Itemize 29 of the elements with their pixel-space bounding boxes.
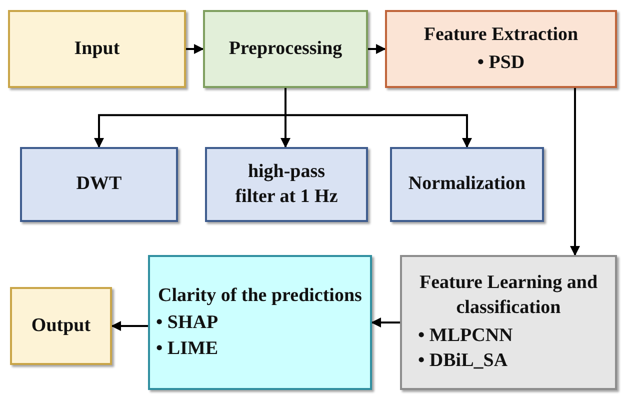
process-box xyxy=(148,255,372,390)
process-box xyxy=(203,10,368,88)
box-title: Feature Extraction xyxy=(424,22,578,47)
process-box xyxy=(20,147,178,222)
arrow xyxy=(284,88,472,148)
box-title: Normalization xyxy=(408,172,526,196)
box-title: DWT xyxy=(76,172,122,196)
process-box xyxy=(400,255,617,390)
box-title: Input xyxy=(74,36,120,61)
arrow xyxy=(368,44,386,54)
bullet-item: • LIME xyxy=(156,336,218,361)
arrow xyxy=(570,88,580,256)
process-box xyxy=(385,10,617,88)
arrow xyxy=(186,44,204,54)
bullet-item: • SHAP xyxy=(156,311,218,336)
box-title: high-pass filter at 1 Hz xyxy=(234,160,339,208)
box-title: Feature Learning and classification xyxy=(418,271,599,320)
process-box xyxy=(10,287,112,365)
box-title: Clarity of the predictions xyxy=(158,284,362,308)
arrow xyxy=(371,318,400,328)
box-title: Output xyxy=(31,314,91,338)
bullet-item: • PSD xyxy=(477,50,525,75)
process-box xyxy=(390,147,544,222)
process-box xyxy=(205,147,368,222)
box-title: Preprocessing xyxy=(228,36,342,61)
process-box xyxy=(8,10,186,88)
bullet-item: • MLPCNN xyxy=(418,324,513,348)
bullet-item: • DBiL_SA xyxy=(418,349,509,374)
arrow xyxy=(111,321,148,331)
